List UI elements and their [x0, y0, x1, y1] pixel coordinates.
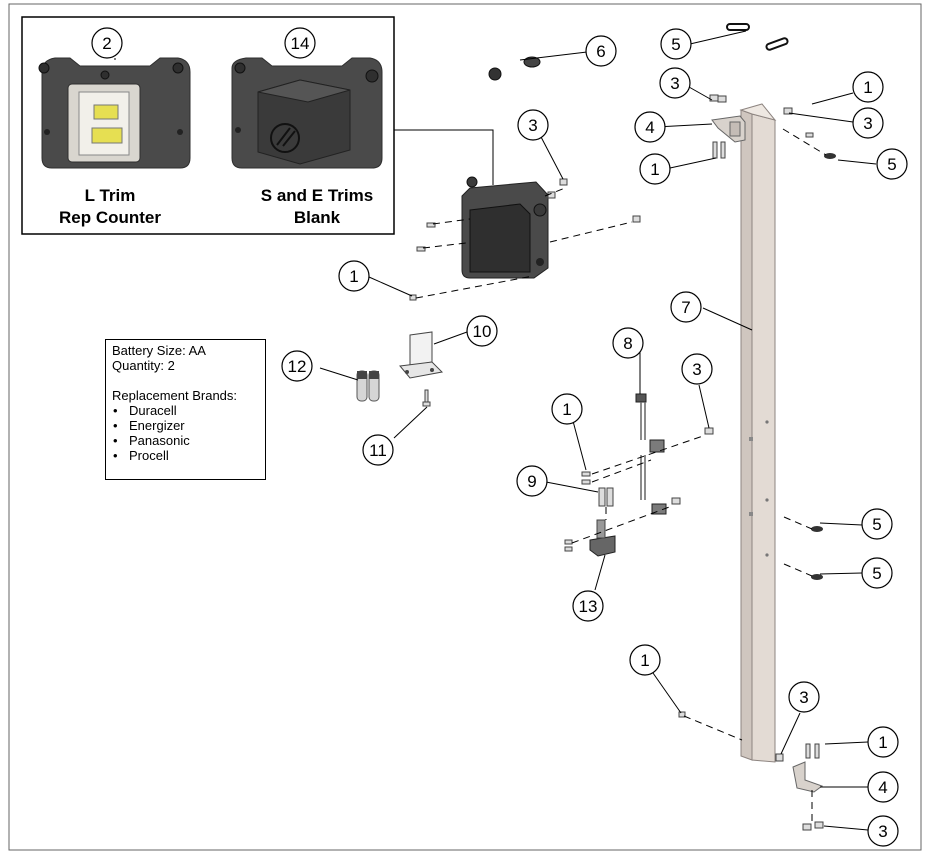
callout-8: 8 — [612, 327, 644, 359]
batteries — [356, 370, 380, 402]
vertical-rail — [739, 103, 777, 763]
callout-3-d: 3 — [681, 353, 713, 385]
clips — [726, 23, 789, 51]
inset-left-title: L Trim Rep Counter — [40, 185, 180, 229]
callout-4-label: 4 — [645, 118, 654, 137]
blank-housing-illustration — [231, 57, 383, 169]
callout-5-label: 5 — [872, 564, 881, 583]
hardware-small-parts — [409, 94, 824, 831]
callout-5-label: 5 — [887, 155, 896, 174]
callout-1-label: 1 — [349, 267, 358, 286]
callout-5-b: 5 — [876, 148, 908, 180]
callout-3-label: 3 — [528, 116, 537, 135]
clip-small-parts — [811, 153, 836, 580]
inset-right-title: S and E Trims Blank — [242, 185, 392, 229]
callout-3-a: 3 — [659, 67, 691, 99]
callout-group: 2 14 5 6 3 4 1 1 3 5 3 1 10 12 11 7 8 3 … — [91, 27, 908, 847]
callout-7-label: 7 — [681, 298, 690, 317]
callout-7: 7 — [670, 291, 702, 323]
battery-quantity: Quantity: 2 — [112, 358, 175, 373]
callout-3-label: 3 — [692, 360, 701, 379]
callout-3-c: 3 — [517, 109, 549, 141]
callout-1-f: 1 — [867, 726, 899, 758]
callout-1-e: 1 — [629, 644, 661, 676]
callout-3-e: 3 — [788, 681, 820, 713]
callout-12: 12 — [281, 350, 313, 382]
battery-info-box: Battery Size: AA Quantity: 2 Replacement… — [105, 339, 266, 480]
callout-5-top: 5 — [660, 28, 692, 60]
callout-13: 13 — [572, 590, 604, 622]
assembly-lines — [415, 128, 827, 822]
callout-5-label: 5 — [872, 515, 881, 534]
callout-13-label: 13 — [579, 597, 598, 616]
brand-item: Panasonic — [112, 433, 259, 448]
callout-5-d: 5 — [861, 557, 893, 589]
inset-left-title-line1: L Trim — [84, 186, 136, 205]
callout-3-f: 3 — [867, 815, 899, 847]
callout-1-label: 1 — [640, 651, 649, 670]
callout-1-b: 1 — [852, 71, 884, 103]
callout-3-b: 3 — [852, 107, 884, 139]
brands-heading: Replacement Brands: — [112, 388, 238, 403]
bottom-bracket — [792, 761, 824, 793]
callout-11-label: 11 — [369, 441, 387, 460]
battery-size: Battery Size: AA — [112, 343, 206, 358]
callout-3-label: 3 — [799, 688, 808, 707]
callout-10-label: 10 — [473, 322, 492, 341]
callout-4-b: 4 — [867, 771, 899, 803]
top-bracket — [711, 115, 746, 143]
callout-1-label: 1 — [863, 78, 872, 97]
callout-1-c: 1 — [338, 260, 370, 292]
brand-item: Duracell — [112, 403, 259, 418]
callout-6-label: 6 — [596, 42, 605, 61]
callout-10: 10 — [466, 315, 498, 347]
callout-9: 9 — [516, 465, 548, 497]
brand-item: Procell — [112, 448, 259, 463]
callout-3-label: 3 — [878, 822, 887, 841]
inset-box — [21, 16, 395, 235]
callout-1-a: 1 — [639, 153, 671, 185]
callout-2-label: 2 — [102, 34, 111, 53]
inset-right-title-line1: S and E Trims — [260, 186, 374, 205]
sensor-assembly — [635, 393, 667, 515]
callout-12-label: 12 — [288, 357, 307, 376]
callout-11: 11 — [362, 434, 394, 466]
battery-bracket — [399, 331, 444, 379]
callout-14: 14 — [284, 27, 316, 59]
callout-5-label: 5 — [671, 35, 680, 54]
callout-2: 2 — [91, 27, 123, 59]
rep-counter-housing-illustration — [38, 57, 191, 169]
callout-9-label: 9 — [527, 472, 536, 491]
knobs — [488, 56, 541, 81]
callout-6: 6 — [585, 35, 617, 67]
callout-8-label: 8 — [623, 334, 632, 353]
magnet-block — [589, 519, 616, 557]
diagram-border — [8, 3, 922, 851]
callout-1-d: 1 — [551, 393, 583, 425]
callout-3-label: 3 — [670, 74, 679, 93]
callout-5-c: 5 — [861, 508, 893, 540]
callout-1-label: 1 — [878, 733, 887, 752]
inset-right-title-line2: Blank — [293, 208, 341, 227]
callout-1-label: 1 — [562, 400, 571, 419]
leader-lines — [114, 30, 877, 831]
brand-item: Energizer — [112, 418, 259, 433]
callout-1-label: 1 — [650, 160, 659, 179]
callout-3-label: 3 — [863, 114, 872, 133]
callout-4-label: 4 — [878, 778, 887, 797]
callout-14-label: 14 — [291, 34, 310, 53]
housing-exploded — [461, 176, 549, 279]
inset-left-title-line2: Rep Counter — [59, 208, 161, 227]
inset-leader-line — [394, 129, 494, 185]
callout-4-top: 4 — [634, 111, 666, 143]
brands-list: Duracell Energizer Panasonic Procell — [112, 403, 259, 463]
